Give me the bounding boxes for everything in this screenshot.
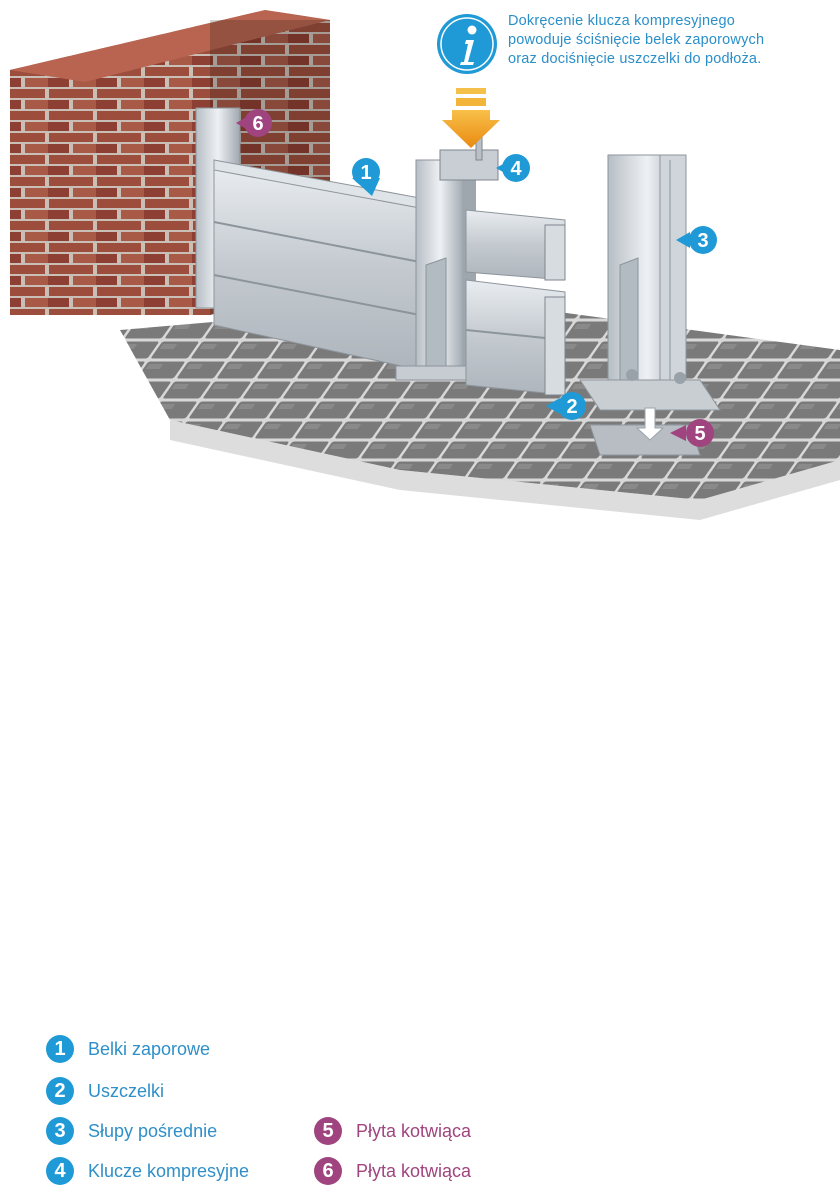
callout-4: 4 [496, 154, 530, 182]
legend-item-6: 6 Płyta kotwiąca [314, 1157, 471, 1185]
callout-6: 6 [236, 109, 272, 137]
legend-number: 1 [46, 1035, 74, 1063]
info-line: powoduje ściśnięcie belek zaporowych [508, 32, 765, 48]
down-arrow-small [635, 407, 665, 441]
pavement-edge [170, 420, 840, 520]
legend-label: Klucze kompresyjne [88, 1160, 250, 1181]
svg-text:5: 5 [694, 423, 705, 445]
callout-1-number: 1 [360, 162, 371, 184]
legend-label: Płyta kotwiąca [356, 1160, 472, 1181]
svg-text:6: 6 [252, 113, 263, 135]
callout-5: 5 [670, 419, 714, 447]
svg-text:3: 3 [697, 230, 708, 252]
info-description: Dokręcenie klucza kompresyjnego powoduje… [508, 12, 838, 69]
callout-2: 2 [546, 392, 586, 420]
legend-item-5: 5 Płyta kotwiąca [314, 1117, 471, 1145]
legend-item-3: 3 Słupy pośrednie [46, 1117, 217, 1145]
svg-text:2: 2 [566, 396, 577, 418]
compression-key [439, 149, 499, 181]
info-line: Dokręcenie klucza kompresyjnego [508, 13, 736, 29]
svg-text:4: 4 [510, 158, 522, 180]
legend-label: Belki zaporowe [88, 1038, 211, 1059]
brick-wall-top [10, 10, 330, 82]
legend-label: Uszczelki [88, 1080, 165, 1101]
info-icon [437, 14, 497, 74]
flood-barrier-diagram: 1 2 3 4 5 6 Dokręcenie klucza kompresyjn… [10, 10, 840, 1185]
callout-1: 1 [352, 158, 380, 196]
illustration: 1 2 3 4 5 6 [10, 10, 840, 520]
legend-number: 4 [46, 1157, 74, 1185]
legend-label: Płyta kotwiąca [356, 1120, 472, 1141]
legend-number: 5 [314, 1117, 342, 1145]
legend-label: Słupy pośrednie [88, 1120, 218, 1141]
pressure-arrow-icon [442, 88, 500, 148]
legend-number: 3 [46, 1117, 74, 1145]
legend-item-4: 4 Klucze kompresyjne [46, 1157, 249, 1185]
legend-number: 2 [46, 1077, 74, 1105]
legend-number: 6 [314, 1157, 342, 1185]
legend-item-2: 2 Uszczelki [46, 1077, 164, 1105]
callout-3: 3 [676, 226, 717, 254]
legend-item-1: 1 Belki zaporowe [46, 1035, 210, 1063]
info-line: oraz dociśnięcie uszczelki do podłoża. [508, 51, 762, 67]
